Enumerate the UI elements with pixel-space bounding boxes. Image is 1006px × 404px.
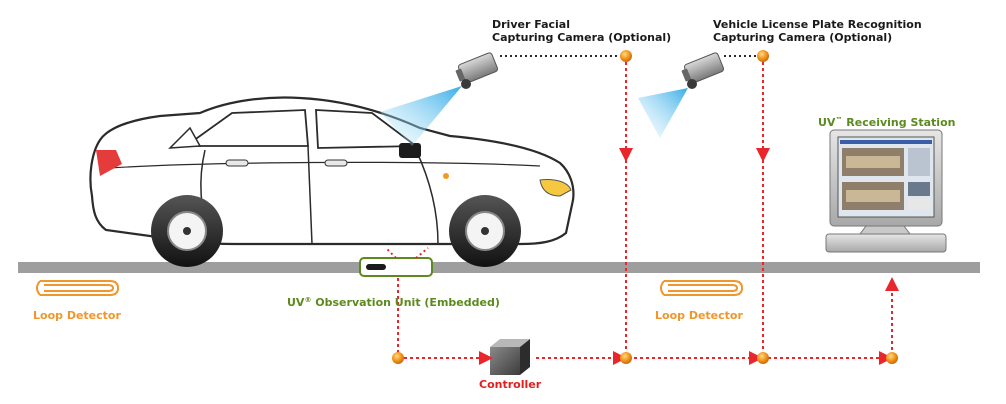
driver-camera-label-line2: Capturing Camera (Optional) — [492, 31, 672, 44]
driver-camera-label: Driver Facial Capturing Camera (Optional… — [492, 18, 671, 44]
connection-nodes — [392, 50, 898, 364]
receiving-station-label: UV™ Receiving Station — [818, 116, 955, 129]
car-illustration — [89, 96, 575, 267]
loop-detector-left-icon — [36, 280, 120, 296]
license-plate-camera — [638, 52, 725, 138]
plate-camera-label-line2: Capturing Camera (Optional) — [713, 31, 893, 44]
loop-detector-right-label: Loop Detector — [655, 309, 743, 322]
signal-lines — [397, 62, 899, 365]
trademark-symbol: ™ — [835, 116, 843, 124]
receiving-station-label-rest: Receiving Station — [842, 116, 956, 129]
receiving-station-label-name: UV — [818, 116, 836, 129]
uv-observation-unit — [359, 247, 433, 277]
observation-unit-label-rest: Observation Unit (Embedded) — [311, 296, 500, 309]
plate-camera-label-line1: Vehicle License Plate Recognition — [713, 18, 922, 31]
road-surface — [18, 262, 980, 273]
receiving-station-computer — [825, 129, 947, 253]
observation-unit-label: UV® Observation Unit (Embedded) — [287, 296, 500, 309]
driver-facial-camera — [380, 52, 499, 146]
controller-box — [490, 339, 530, 375]
observation-unit-label-name: UV — [287, 296, 305, 309]
loop-detector-left-label: Loop Detector — [33, 309, 121, 322]
driver-camera-label-line1: Driver Facial — [492, 18, 570, 31]
loop-detector-right-icon — [660, 280, 744, 296]
registered-symbol: ® — [304, 296, 312, 304]
plate-camera-label: Vehicle License Plate Recognition Captur… — [713, 18, 922, 44]
controller-label: Controller — [479, 378, 542, 391]
